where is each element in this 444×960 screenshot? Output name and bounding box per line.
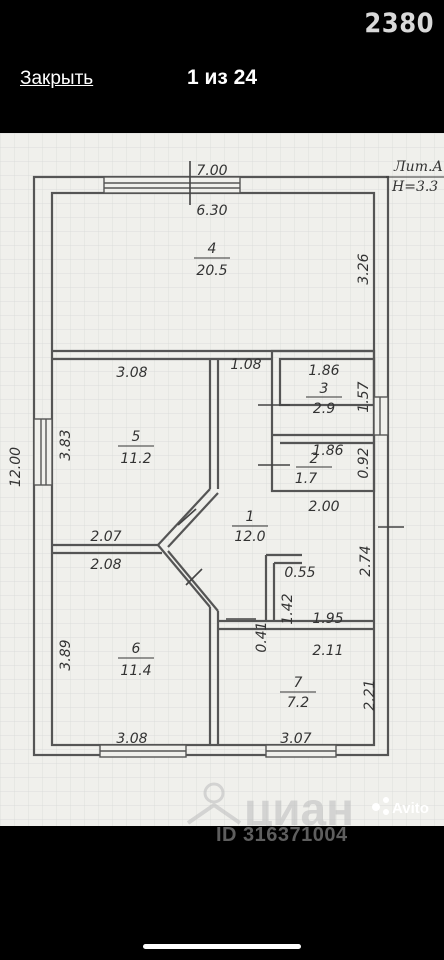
- dim-1-86-b: 1.86: [312, 443, 343, 459]
- floor-plan-photo[interactable]: Лит.А Н=3.3 7.00 6.30 4 20.5 3.26 12.00 …: [0, 133, 444, 826]
- room-4-area: 20.5: [196, 263, 227, 279]
- dim-1-08: 1.08: [230, 357, 261, 373]
- close-link[interactable]: Закрыть: [20, 68, 94, 89]
- room-2-area: 1.7: [295, 471, 317, 487]
- room-3-number: 3: [320, 381, 329, 397]
- room-2-number: 2: [310, 451, 319, 467]
- avito-label: Avito: [392, 800, 429, 817]
- dim-2-00: 2.00: [308, 499, 339, 515]
- room-5-number: 5: [132, 429, 141, 445]
- room-4-number: 4: [208, 241, 217, 257]
- dim-1-42: 1.42: [280, 593, 296, 624]
- dim-0-41: 0.41: [254, 621, 270, 652]
- floor-plan-drawing: Лит.А Н=3.3 7.00 6.30 4 20.5 3.26 12.00 …: [0, 133, 444, 826]
- home-indicator[interactable]: [143, 944, 301, 949]
- dim-0-92: 0.92: [356, 447, 372, 478]
- dim-3-26: 3.26: [356, 253, 372, 284]
- room-6-number: 6: [132, 641, 141, 657]
- door-marks: [177, 161, 404, 620]
- room-6-area: 11.4: [120, 663, 151, 679]
- dim-6-30: 6.30: [196, 203, 227, 219]
- room-1-area: 12.0: [234, 529, 265, 545]
- dim-2-08: 2.08: [90, 557, 121, 573]
- room-7-number: 7: [294, 675, 303, 691]
- dim-3-83: 3.83: [58, 429, 74, 460]
- room-5-area: 11.2: [120, 451, 151, 467]
- plan-height-label: Н=3.3: [391, 179, 438, 195]
- dim-1-86-a: 1.86: [308, 363, 339, 379]
- dim-2-74: 2.74: [358, 545, 374, 576]
- dim-2-11: 2.11: [312, 643, 343, 659]
- cian-watermark: циан: [186, 782, 354, 826]
- dim-2-07: 2.07: [90, 529, 121, 545]
- dim-1-95: 1.95: [312, 611, 343, 627]
- dim-0-55: 0.55: [284, 565, 315, 581]
- room-1-number: 1: [246, 509, 255, 525]
- dim-overall-height: 12.00: [8, 447, 24, 487]
- dim-top-outer: 7.00: [196, 163, 227, 179]
- dim-2-21: 2.21: [362, 679, 378, 710]
- windows: [33, 176, 389, 758]
- viewer-header: Закрыть 1 из 24: [0, 64, 444, 94]
- watermark-overflow: ID 316371004: [0, 826, 444, 860]
- room-7-area: 7.2: [287, 695, 309, 711]
- dim-3-89: 3.89: [58, 639, 74, 670]
- plan-corner-label: Лит.А: [393, 159, 443, 175]
- dim-3-07: 3.07: [280, 731, 311, 747]
- room-3-area: 2.9: [313, 401, 335, 417]
- listing-counter: 2380: [364, 8, 434, 39]
- listing-id-watermark: ID 316371004: [216, 826, 348, 846]
- dim-1-57: 1.57: [356, 381, 372, 412]
- avito-watermark: Avito: [372, 797, 429, 817]
- cian-label: циан: [244, 783, 354, 826]
- dim-3-08-top: 3.08: [116, 365, 147, 381]
- dim-3-08-bottom: 3.08: [116, 731, 147, 747]
